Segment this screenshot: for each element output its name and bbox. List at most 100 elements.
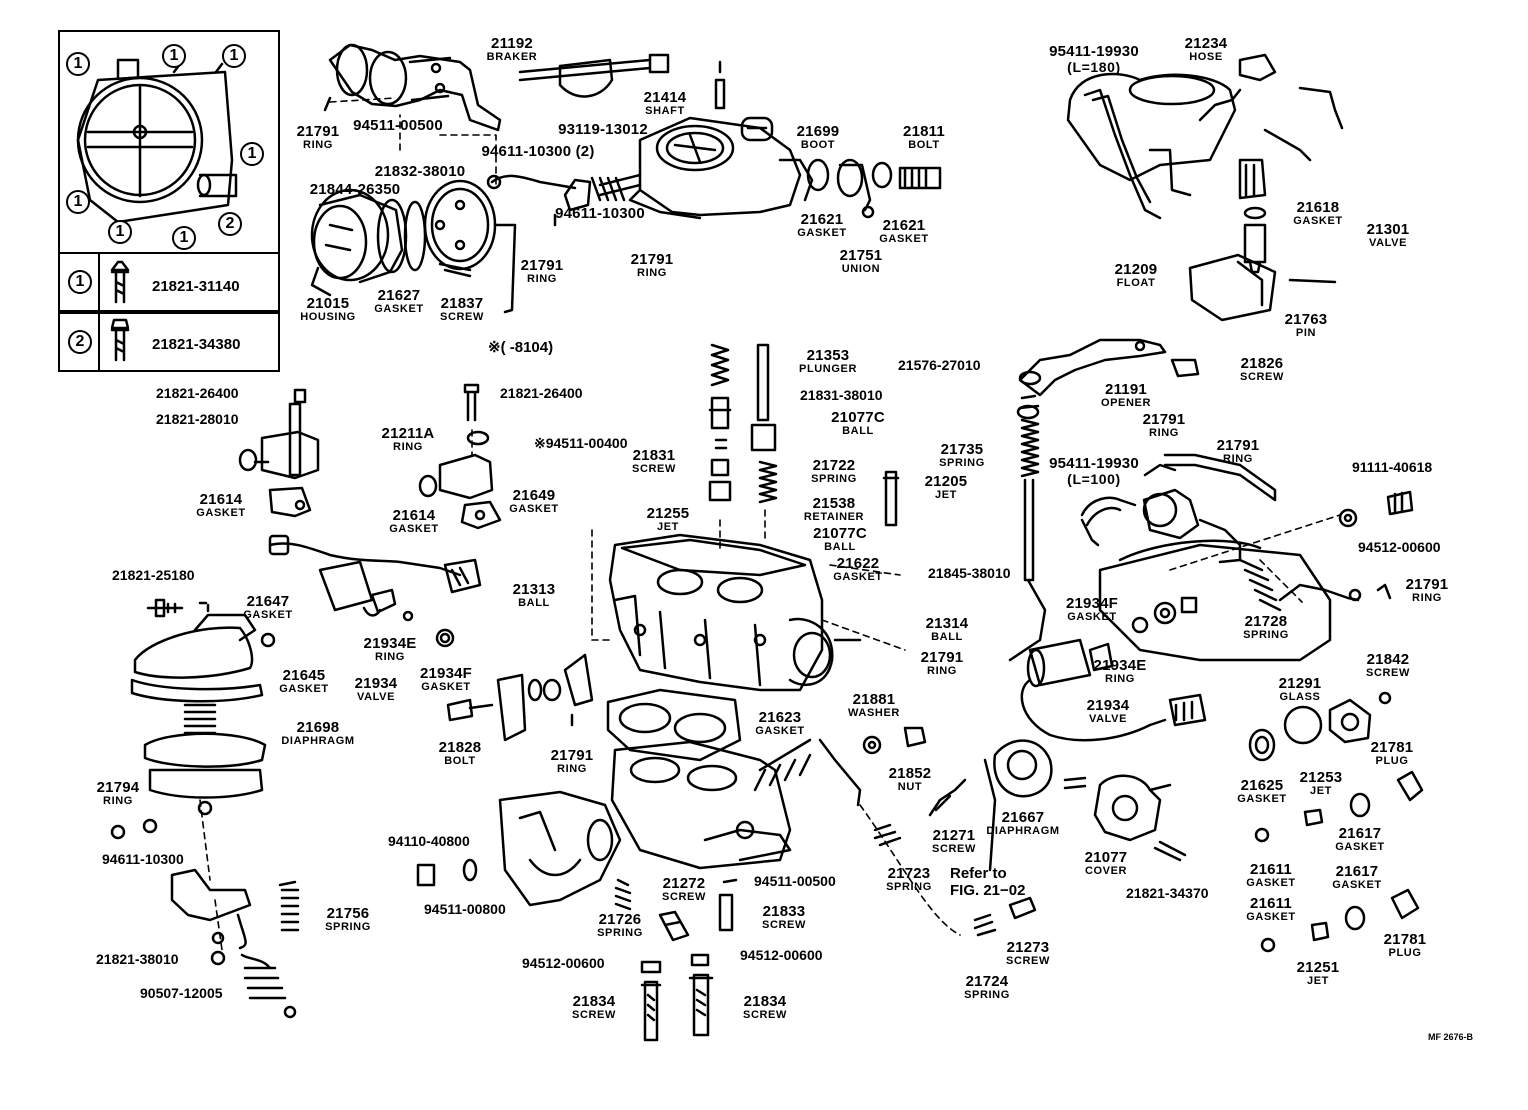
part-label-94511-00500-b: 94511-00500 bbox=[754, 873, 836, 889]
solenoid-mount-drawing-right bbox=[418, 430, 502, 530]
bolt-icon-1 bbox=[110, 260, 130, 304]
jet-21205 bbox=[882, 470, 900, 527]
spring-21735 bbox=[1020, 418, 1040, 478]
key-row-1 bbox=[58, 252, 280, 312]
key-row-2 bbox=[58, 312, 280, 372]
opener-21191-drawing bbox=[1008, 338, 1277, 662]
part-label-94611-10300-2: 94611-10300 (2) bbox=[481, 143, 595, 160]
solenoid-valve-21934-drawing bbox=[268, 534, 482, 648]
spring-screw-right-drawing bbox=[859, 778, 1037, 937]
gasket-21627-drawing bbox=[403, 179, 517, 314]
part-label-94512-00600-c: 94512-00600 bbox=[740, 947, 823, 963]
solenoid-mount-drawing-left bbox=[238, 388, 320, 518]
part-label-21845-38010: 21845-38010 bbox=[928, 565, 1011, 581]
lower-fasteners-drawing bbox=[416, 858, 738, 1042]
drawing-code: MF 2676-B bbox=[1428, 1032, 1474, 1042]
leader-dash-right bbox=[1169, 514, 1341, 603]
callout-circle: 2 bbox=[218, 212, 242, 236]
key-row-1-circle: 1 bbox=[68, 270, 92, 294]
braker-assembly bbox=[323, 43, 502, 132]
washer-nut-drawing bbox=[862, 726, 927, 755]
part-label-21821-26400-b: 21821-26400 bbox=[500, 385, 583, 401]
part-label-94511-00500: 94511-00500 bbox=[353, 117, 443, 134]
link-springs-drawing bbox=[553, 176, 626, 227]
throttle-lever-drawing bbox=[170, 868, 300, 1019]
part-label-91111-40618: 91111-40618 bbox=[1352, 459, 1433, 475]
diaphragm-assembly-drawing bbox=[110, 598, 276, 840]
part-label-21831-38010: 21831-38010 bbox=[800, 387, 883, 403]
part-label-21844-26350: 21844-26350 bbox=[309, 181, 401, 198]
part-label-21821-34370: 21821-34370 bbox=[1126, 885, 1209, 901]
part-label-94511-00400: ※94511-00400 bbox=[534, 435, 628, 451]
part-label-21821-38010: 21821-38010 bbox=[96, 951, 179, 967]
gasket-union-drawing bbox=[806, 158, 942, 219]
right-small-parts-drawing bbox=[1248, 490, 1424, 953]
part-label-95411-19930: 95411-19930(L=180) bbox=[1049, 43, 1139, 75]
part-label-21576-27010: 21576-27010 bbox=[898, 357, 981, 373]
callout-circle: 1 bbox=[162, 44, 186, 68]
flange-callout-drawing bbox=[76, 58, 238, 224]
spring-vertical-left bbox=[710, 343, 730, 387]
housing-drawing bbox=[310, 188, 408, 297]
key-row-1-part: 21821-31140 bbox=[152, 278, 240, 295]
key-row-2-circle: 2 bbox=[68, 330, 92, 354]
part-label-95411-19930-b: 95411-19930(L=100) bbox=[1049, 455, 1139, 487]
part-label-94611-10300: 94611-10300 bbox=[555, 205, 645, 222]
part-label-21832-38010: 21832-38010 bbox=[374, 163, 466, 180]
serial-note: ※( -8104) bbox=[488, 339, 554, 356]
screw-21821-26400 bbox=[463, 383, 480, 422]
bolt-21828-drawing bbox=[446, 653, 594, 742]
part-label-90507-12005: 90507-12005 bbox=[140, 985, 223, 1001]
hose-bracket-drawing bbox=[1066, 53, 1344, 220]
solenoid-valve-right-drawing bbox=[1020, 601, 1207, 742]
callout-circle: 1 bbox=[222, 44, 246, 68]
leader-dash-1 bbox=[329, 97, 497, 186]
